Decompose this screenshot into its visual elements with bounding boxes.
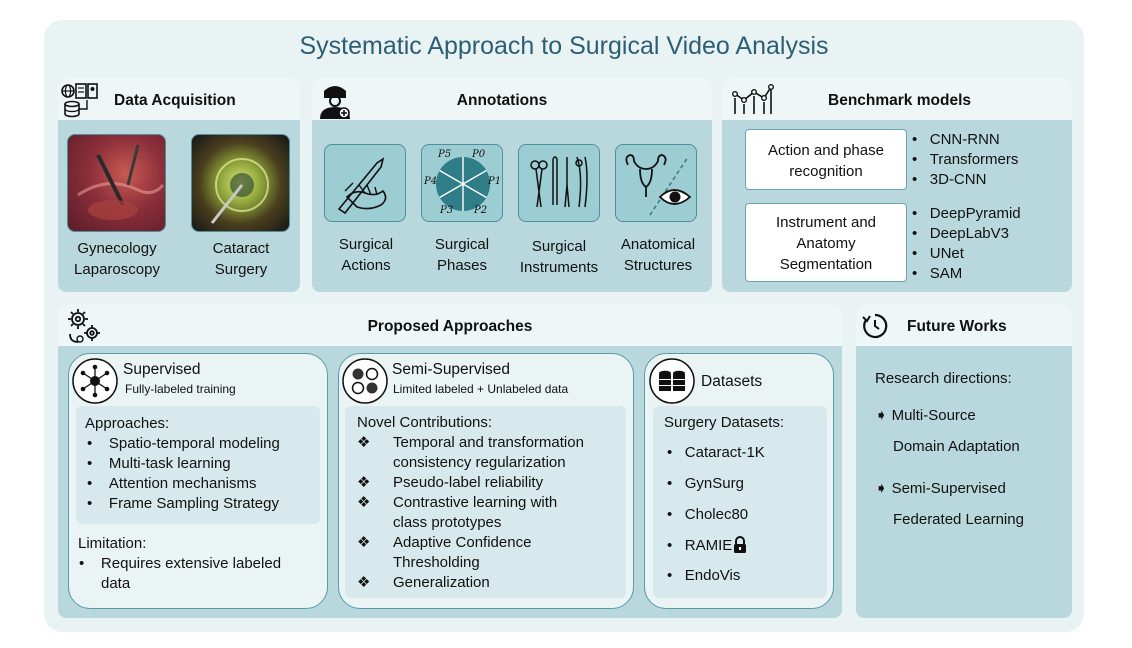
model-unet: UNet [929,245,964,262]
proposed-approaches-header [58,304,842,346]
benchmark-model-list-1: • CNN-RNN • Transformers • 3D-CNN [912,131,1019,188]
semi-contributions-list: ❖Temporal and transformation consistency… [357,434,584,591]
cataract-surgery-label: Cataract Surgery [212,240,270,278]
model-cnn-rnn: CNN-RNN [929,131,1000,148]
future-works-title: Future Works [907,318,1007,335]
semi-supervised-subtitle: Limited labeled + Unlabeled data [393,382,569,396]
anatomical-structures-icon [615,144,697,222]
supervised-limitation-text: • Requires extensive labeled data [79,555,282,592]
model-deeplabv3: DeepLabV3 [929,225,1009,242]
approach-frame-sampling: Frame Sampling Strategy [108,495,279,512]
supervised-title: Supervised [123,361,201,378]
approach-spatio-temporal: Spatio-temporal modeling [108,435,280,452]
future-works-panel [856,304,1072,618]
phase-label-p5: P5 [438,149,452,160]
gynecology-laparoscopy-image [67,134,166,232]
dataset-ramie: • RAMIE [667,537,733,554]
phase-label-p0: P0 [472,149,486,160]
supervised-approaches-list: • Spatio-temporal modeling • Multi-task … [87,435,280,512]
model-deeppyramid: DeepPyramid [929,205,1021,222]
cataract-surgery-image [191,134,290,232]
future-intro: Research directions: [875,370,1012,387]
surgeon-icon [318,81,354,121]
main-title: Systematic Approach to Surgical Video An… [299,32,829,60]
network-icon [71,357,119,405]
phase-label-p2: P2 [474,205,488,216]
datasets-title: Datasets [701,373,763,390]
approach-attention: Attention mechanisms [108,475,257,492]
dataset-cholec80: • Cholec80 [667,506,749,523]
semi-circles-icon [341,357,389,405]
benchmark-header [722,78,1072,120]
model-transformers: Transformers [929,151,1019,168]
semi-supervised-title: Semi-Supervised [392,361,511,378]
clock-refresh-icon [861,312,889,340]
future-direction-2: ➧Semi-Supervised [875,480,1006,497]
phase-label-p4: P4 [424,176,438,187]
future-works-header [856,304,1072,346]
gynecology-laparoscopy-label: Gynecology Laparoscopy [74,240,160,278]
supervised-approaches-title: Approaches: [85,415,170,432]
supervised-limitation-title: Limitation: [78,535,147,552]
action-phase-recognition-box [745,129,907,190]
approach-multi-task: Multi-task learning [108,455,231,472]
instrument-anatomy-segmentation-box [745,203,907,282]
benchmark-model-list-2: • DeepPyramid • DeepLabV3 • UNet • SAM [912,205,1021,282]
future-direction-2-line2: Federated Learning [893,511,1024,528]
surgical-phases-icon [421,144,503,222]
semi-contributions-box [345,406,626,598]
data-acquisition-header [58,78,300,120]
supervised-approaches-box [76,406,320,524]
model-3d-cnn: 3D-CNN [929,171,987,188]
dataset-cataract-1k: • Cataract-1K [667,444,765,461]
arrow-bullet-icon: ➧ [875,407,888,424]
data-acquisition-title: Data Acquisition [114,92,236,109]
database-stack-icon [648,357,696,405]
benchmark-title: Benchmark models [828,92,971,109]
dataset-gynsurg: • GynSurg [667,475,744,492]
database-network-icon [60,82,102,120]
datasets-list-title: Surgery Datasets: [664,414,785,431]
gears-icon [64,306,104,344]
phase-label-p3: P3 [440,205,454,216]
annotations-header [312,78,712,120]
model-sam: SAM [929,265,963,282]
lock-icon [733,536,747,554]
chart-line-icon [730,84,775,116]
future-direction-1: ➧Multi-Source [875,407,976,424]
surgical-actions-icon [324,144,406,222]
surgical-instruments-icon [518,144,600,222]
arrow-bullet-icon: ➧ [875,480,888,497]
datasets-list-box [653,406,827,598]
supervised-subtitle: Fully-labeled training [125,382,236,396]
phase-label-p1: P1 [488,176,502,187]
proposed-approaches-title: Proposed Approaches [367,318,533,335]
dataset-endovis: • EndoVis [667,567,741,584]
future-direction-1-line2: Domain Adaptation [893,438,1020,455]
annotations-title: Annotations [456,92,548,109]
semi-contributions-title: Novel Contributions: [357,414,493,431]
